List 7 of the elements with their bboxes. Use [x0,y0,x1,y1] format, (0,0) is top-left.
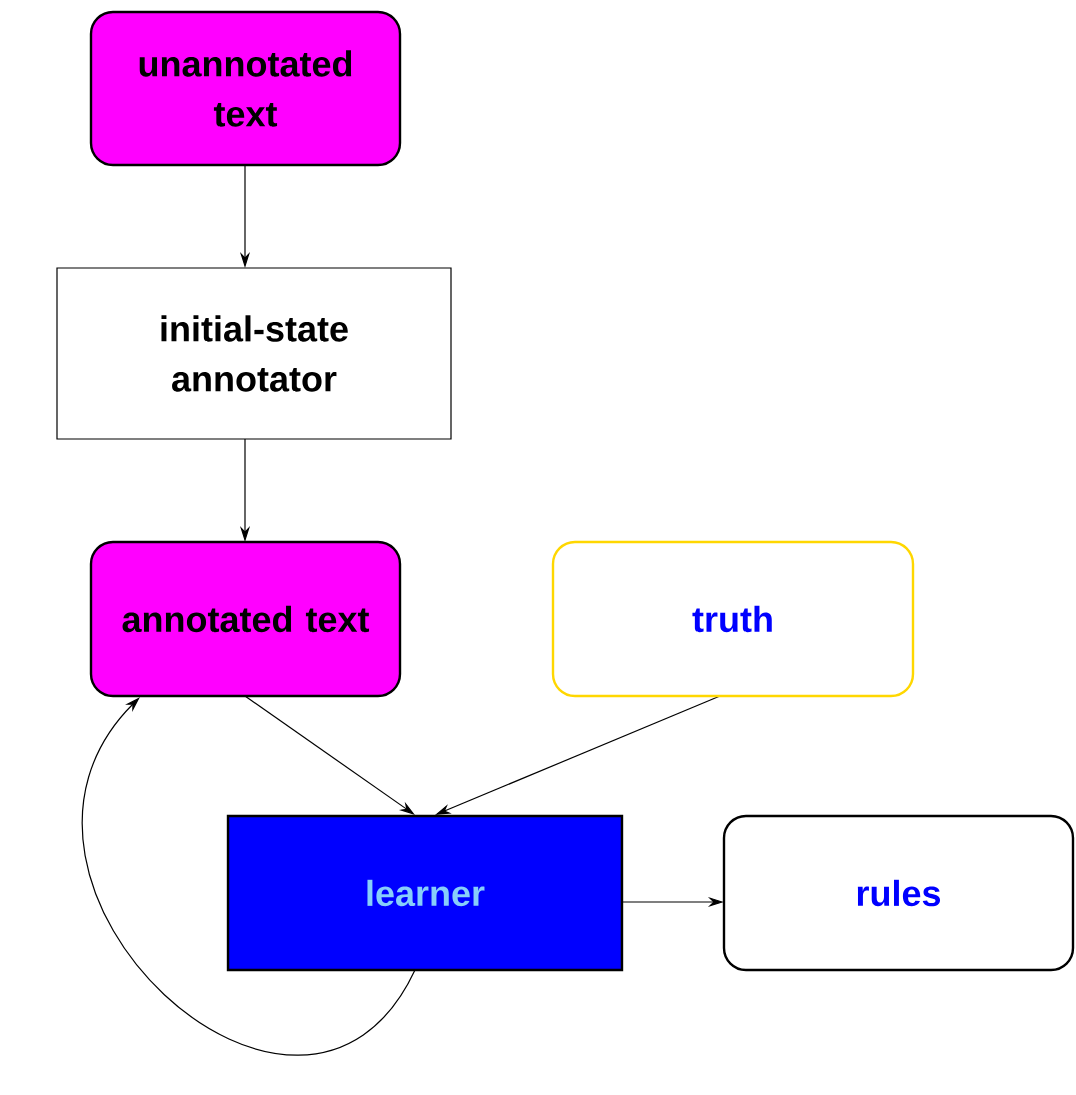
process-box: truth [551,540,915,698]
process-box: initial-state annotator [56,267,452,440]
process-box: learner [226,814,624,972]
arrow [82,697,416,1056]
process-box: rules [722,814,1075,972]
process-box: unannotated text [89,10,402,167]
process-box: annotated text [89,540,402,698]
